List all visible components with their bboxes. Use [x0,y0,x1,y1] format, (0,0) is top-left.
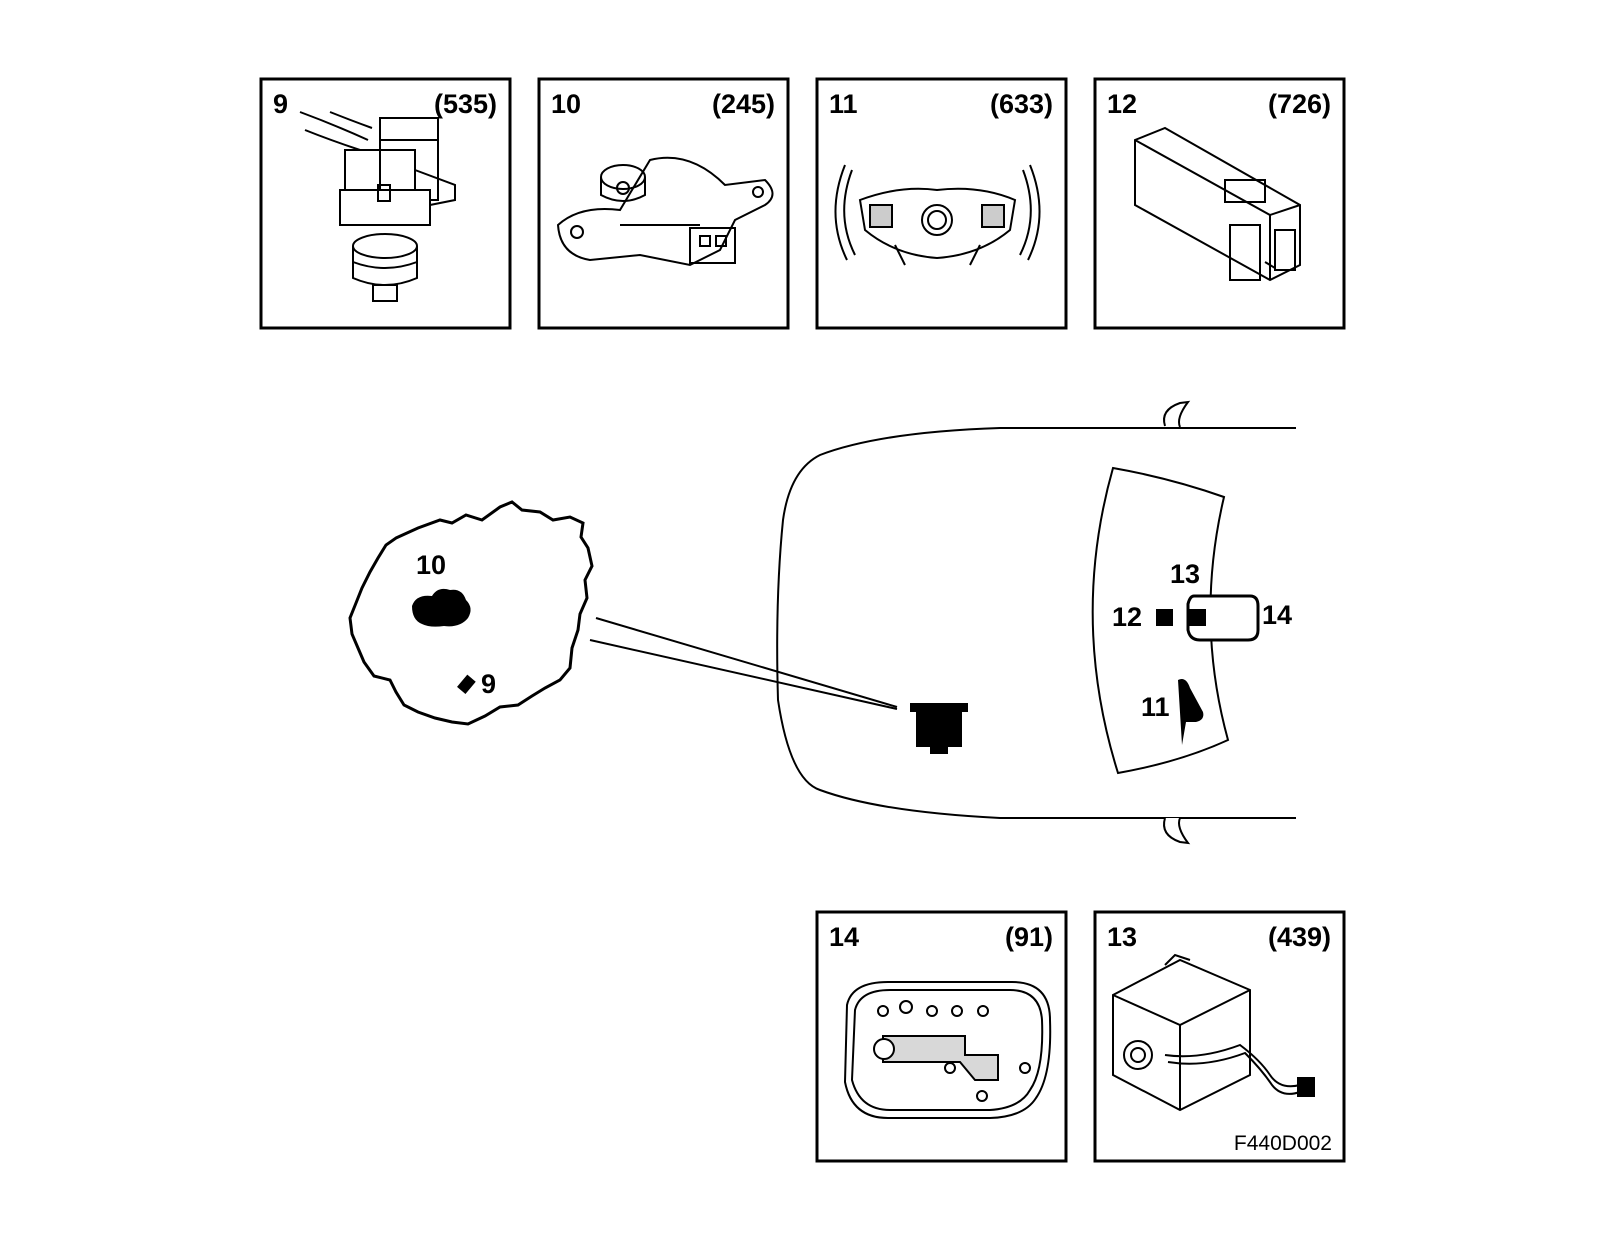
panel-number: 14 [829,922,859,952]
callout-10: 10 [416,550,446,580]
gear-position-switch-marker [412,588,471,627]
callout-9: 9 [481,669,496,699]
panel-9: 9 (535) [259,77,512,330]
callout-11: 11 [1141,692,1170,722]
steering-wheel-icon [834,164,1041,266]
panel-14: 14 (91) [815,910,1068,1163]
transmission-detail-outline [348,500,594,726]
callout-13: 13 [1170,559,1200,589]
solenoid-valve-icon [299,111,456,302]
callout-12: 12 [1112,602,1142,632]
location-marker-13 [1189,609,1206,626]
solenoid-unit-icon [1112,953,1315,1112]
callout-14: 14 [1262,600,1292,630]
panel-part-code: (245) [712,89,775,119]
panel-number: 12 [1107,89,1137,119]
panel-10: 10 (245) [537,77,790,330]
gear-selector-outline [1156,594,1260,745]
transmission-location-marker [910,703,968,754]
panel-part-code: (633) [990,89,1053,119]
panel-number: 11 [829,89,858,119]
panel-11: 11 (633) [815,77,1068,330]
panel-13: 13 (439) F440D002 [1093,910,1346,1163]
gear-position-switch-icon [556,156,774,267]
panel-number: 10 [551,89,581,119]
leader-lines [589,617,898,710]
panel-number: 13 [1107,922,1137,952]
solenoid-valve-marker [457,674,476,694]
gear-selector-plate-icon [843,981,1052,1119]
panel-12: 12 (726) [1093,77,1346,330]
panel-number: 9 [273,89,288,119]
control-module-icon [1134,126,1301,282]
location-marker-11 [1178,679,1204,745]
panel-part-code: (439) [1268,922,1331,952]
figure-code: F440D002 [1234,1132,1332,1155]
location-marker-12 [1156,609,1173,626]
panel-part-code: (91) [1005,922,1053,952]
panel-part-code: (726) [1268,89,1331,119]
panel-part-code: (535) [434,89,497,119]
